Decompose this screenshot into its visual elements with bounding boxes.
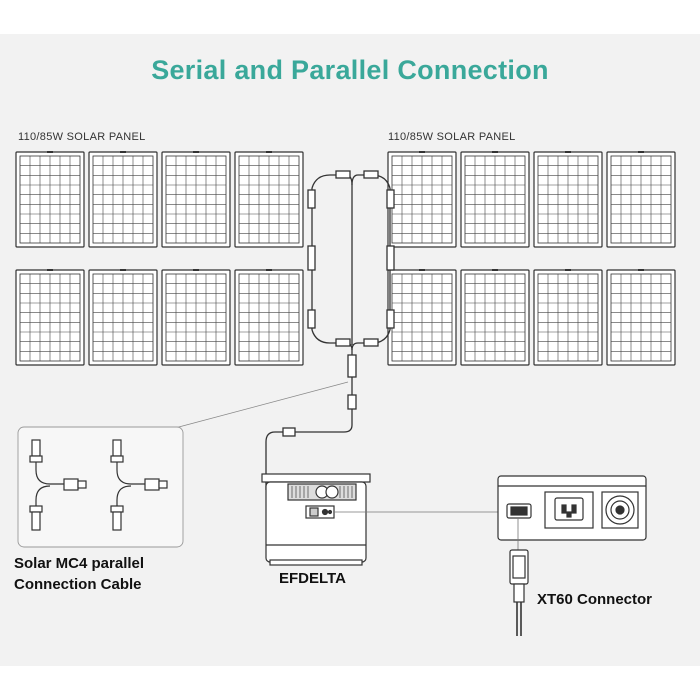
- solar-panel: [460, 269, 530, 366]
- solar-panel: [234, 151, 304, 248]
- leader-line: [174, 381, 349, 429]
- power-station-icon: [261, 473, 371, 566]
- solar-panel: [460, 151, 530, 248]
- mc4-cable-right-icon: [110, 439, 168, 531]
- solar-panels: [15, 151, 676, 366]
- connector-panel-icon: [497, 475, 647, 541]
- xt60-connector-icon: [509, 518, 529, 636]
- inset-caption-line1: Solar MC4 parallel: [14, 555, 145, 572]
- mc4-cable-inset: [17, 426, 184, 548]
- solar-panel: [15, 269, 85, 366]
- mc4-cable-left-icon: [29, 439, 87, 531]
- power-station-label: EFDELTA: [279, 570, 346, 587]
- solar-panel: [387, 151, 457, 248]
- connector-label: XT60 Connector: [537, 591, 653, 608]
- inset-caption: Solar MC4 parallel Connection Cable: [14, 553, 144, 595]
- inset-caption-line2: Connection Cable: [14, 576, 142, 593]
- solar-panel: [161, 151, 231, 248]
- solar-panel: [234, 269, 304, 366]
- right-panel-label: 110/85W SOLAR PANEL: [388, 131, 516, 143]
- solar-panel: [15, 151, 85, 248]
- solar-panel: [606, 151, 676, 248]
- solar-panel: [88, 151, 158, 248]
- solar-panel: [387, 269, 457, 366]
- page-title: Serial and Parallel Connection: [151, 55, 549, 85]
- solar-panel: [533, 151, 603, 248]
- solar-panel: [606, 269, 676, 366]
- solar-panel: [533, 269, 603, 366]
- left-panel-label: 110/85W SOLAR PANEL: [18, 131, 146, 143]
- solar-panel: [88, 269, 158, 366]
- parallel-cables: [265, 170, 395, 490]
- solar-panel: [161, 269, 231, 366]
